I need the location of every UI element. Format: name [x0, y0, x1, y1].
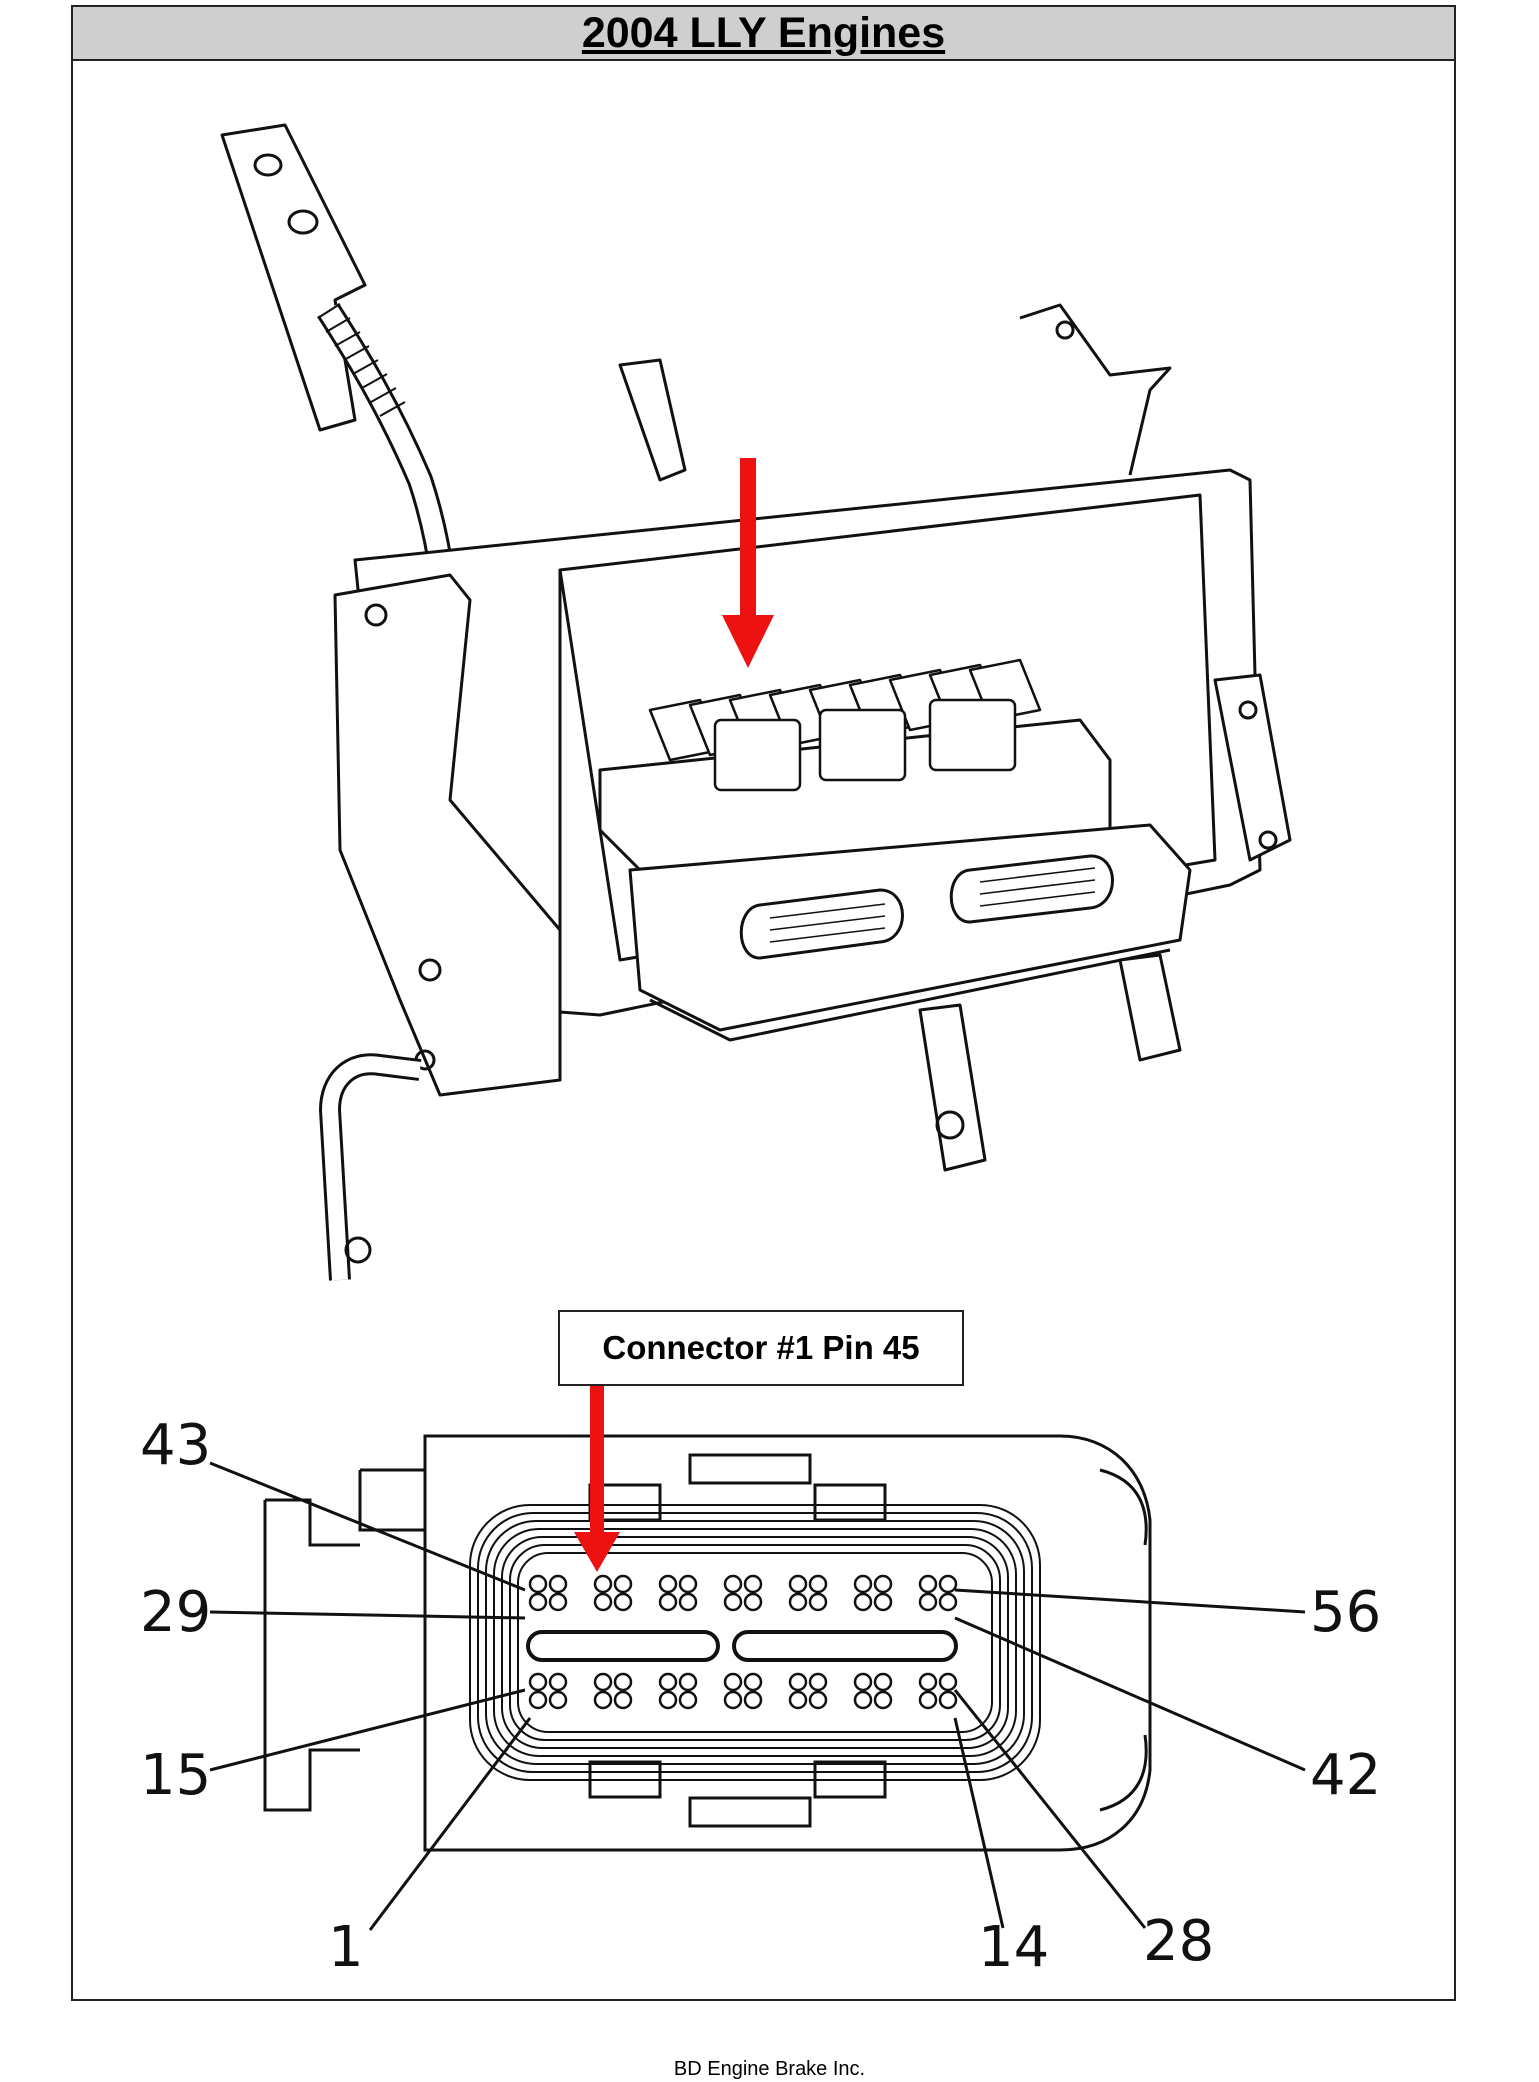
pin-cavity: [658, 1672, 678, 1692]
pin-cavity: [788, 1690, 808, 1710]
pin-label-29: 29: [140, 1580, 212, 1645]
pin-cavity: [613, 1574, 633, 1594]
pin-cavity: [873, 1672, 893, 1692]
pin-cavity: [723, 1574, 743, 1594]
pin-cavity: [938, 1690, 958, 1710]
pin-cavity: [918, 1690, 938, 1710]
leader-14: [953, 1717, 1005, 1929]
pin-label-56: 56: [1310, 1580, 1382, 1645]
pin-cavity: [853, 1592, 873, 1612]
pin-label-43: 43: [140, 1413, 212, 1478]
pin-cavity: [528, 1672, 548, 1692]
leader-29: [209, 1610, 526, 1620]
connector-pin-callout: Connector #1 Pin 45: [558, 1310, 964, 1386]
pin-cavity: [938, 1592, 958, 1612]
pin-cavity: [743, 1690, 763, 1710]
pin-cavity: [593, 1592, 613, 1612]
pin-leader-lines: [209, 1461, 1306, 1931]
leader-56: [954, 1588, 1306, 1614]
pin-cavity: [548, 1672, 568, 1692]
pin-cavity-grid: [528, 1574, 958, 1710]
pin-cavity: [808, 1672, 828, 1692]
pin-cavity: [678, 1690, 698, 1710]
pin-cavity: [528, 1592, 548, 1612]
pin-cavity: [788, 1672, 808, 1692]
pin-cavity: [528, 1574, 548, 1594]
connector-face-illustration: [263, 1434, 1152, 1852]
pin-cavity: [853, 1574, 873, 1594]
pin-cavity: [788, 1592, 808, 1612]
pin-cavity: [593, 1672, 613, 1692]
pin-cavity: [678, 1592, 698, 1612]
pin-cavity: [593, 1690, 613, 1710]
pin-cavity: [938, 1574, 958, 1594]
pin-cavity: [918, 1672, 938, 1692]
pin-cavity: [678, 1672, 698, 1692]
pin-cavity: [723, 1672, 743, 1692]
pin-cavity: [613, 1672, 633, 1692]
ecm-bracket-illustration: [220, 123, 1292, 1281]
pin-cavity: [678, 1574, 698, 1594]
pin-cavity: [808, 1574, 828, 1594]
title-bar: 2004 LLY Engines: [73, 7, 1454, 61]
pin-cavity: [613, 1592, 633, 1612]
pin-cavity: [723, 1592, 743, 1612]
pin-cavity: [853, 1672, 873, 1692]
leader-43: [209, 1461, 526, 1592]
pin-cavity: [873, 1592, 893, 1612]
pin-label-14: 14: [978, 1915, 1050, 1980]
pin-cavity: [873, 1690, 893, 1710]
pin-cavity: [658, 1574, 678, 1594]
pin-label-15: 15: [140, 1743, 212, 1808]
pin-cavity: [743, 1574, 763, 1594]
pin-cavity: [808, 1690, 828, 1710]
pin-45-arrow: [574, 1386, 620, 1572]
leader-1: [368, 1717, 532, 1931]
ecm-location-arrow: [722, 458, 774, 668]
leader-28: [953, 1689, 1147, 1929]
pin-cavity: [938, 1672, 958, 1692]
pin-cavity: [853, 1690, 873, 1710]
pin-cavity: [548, 1574, 568, 1594]
pin-cavity: [743, 1592, 763, 1612]
pin-cavity: [918, 1574, 938, 1594]
leader-42: [954, 1616, 1306, 1772]
pin-label-28: 28: [1143, 1909, 1215, 1974]
pin-cavity: [548, 1690, 568, 1710]
pin-cavity: [723, 1690, 743, 1710]
pin-cavity: [613, 1690, 633, 1710]
page-frame: 2004 LLY Engines: [71, 5, 1456, 2001]
pin-label-1: 1: [328, 1915, 364, 1980]
pin-cavity: [873, 1574, 893, 1594]
pin-label-42: 42: [1310, 1743, 1382, 1808]
footer-company: BD Engine Brake Inc.: [673, 2058, 866, 2080]
pin-cavity: [788, 1574, 808, 1594]
pin-cavity: [808, 1592, 828, 1612]
pin-cavity: [918, 1592, 938, 1612]
leader-15: [209, 1688, 526, 1772]
ecm-connectors: [713, 698, 1017, 792]
pin-cavity: [658, 1690, 678, 1710]
pin-cavity: [548, 1592, 568, 1612]
pin-cavity: [528, 1690, 548, 1710]
page-title: 2004 LLY Engines: [581, 8, 946, 57]
pin-cavity: [743, 1672, 763, 1692]
pin-cavity: [658, 1592, 678, 1612]
pin-cavity: [593, 1574, 613, 1594]
